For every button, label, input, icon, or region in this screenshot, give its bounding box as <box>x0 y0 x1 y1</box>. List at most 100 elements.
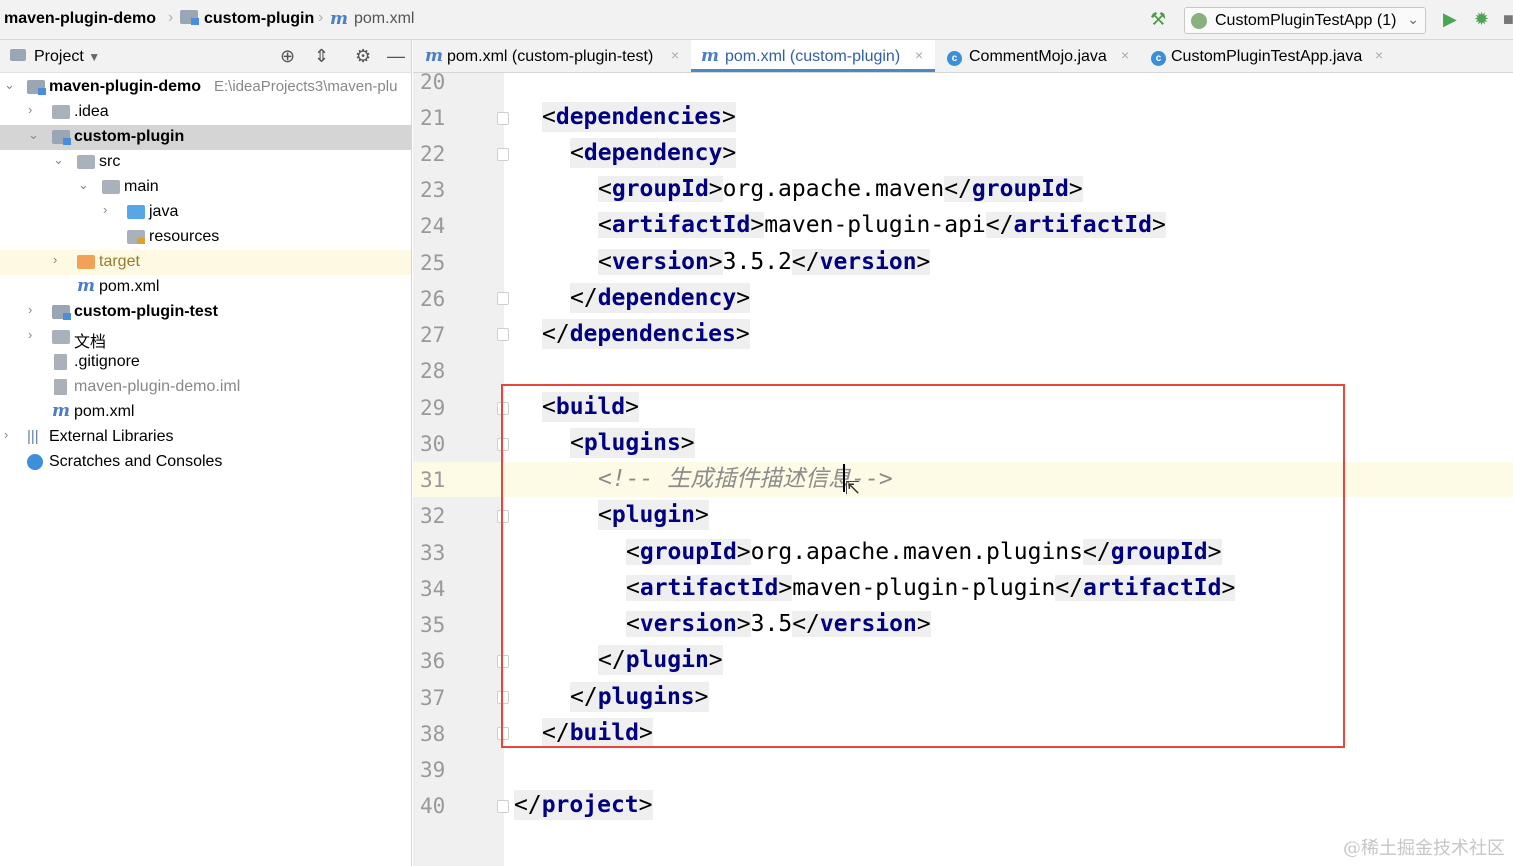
breadcrumb-module[interactable]: custom-plugin <box>204 10 315 27</box>
tree-item-label: pom.xml <box>99 278 160 295</box>
tree-item-custom-plugin[interactable]: ⌄ custom-plugin <box>0 125 411 150</box>
tab-label: CommentMojo.java <box>969 48 1107 65</box>
tab-pom-custom-plugin[interactable]: m pom.xml (custom-plugin) × <box>691 40 935 72</box>
mouse-pointer-icon: ⇱ <box>845 478 861 498</box>
code-line-30: <plugins> <box>570 428 695 458</box>
tab-comment-mojo[interactable]: c CommentMojo.java × <box>939 40 1143 72</box>
xml-tag: artifactId <box>1013 212 1152 238</box>
collapse-icon[interactable]: ⇕ <box>314 46 330 66</box>
tree-item-label: target <box>99 253 140 270</box>
tree-item-docs[interactable]: › 文档 <box>0 325 411 351</box>
tab-pom-custom-plugin-test[interactable]: m pom.xml (custom-plugin-test) × <box>413 40 691 72</box>
tree-item-label: src <box>99 153 121 170</box>
fold-marker-icon[interactable] <box>497 438 509 451</box>
line-number: 30 <box>420 432 446 456</box>
tree-item-custom-plugin-test[interactable]: › custom-plugin-test <box>0 300 411 325</box>
fold-marker-icon[interactable] <box>497 510 509 523</box>
tree-item-external-libraries[interactable]: › ||| External Libraries <box>0 425 411 450</box>
line-number: 20 <box>420 70 446 94</box>
project-panel: Project ▼ ⊕ ⇕ ⚙ — ⌄ maven-plugin-demo E:… <box>0 40 412 866</box>
build-hammer-icon[interactable]: ⚒ <box>1150 9 1167 29</box>
tree-item-path: E:\ideaProjects3\maven-plu <box>214 78 398 95</box>
chevron-down-icon[interactable]: ⌄ <box>4 77 15 92</box>
chevron-down-icon[interactable]: ⌄ <box>78 177 89 192</box>
close-icon[interactable]: × <box>915 47 924 63</box>
xml-tag: build <box>555 394 626 420</box>
fold-marker-icon[interactable] <box>497 112 509 125</box>
tree-item-label: maven-plugin-demo <box>49 78 202 95</box>
debug-icon[interactable]: ✹ <box>1474 9 1490 29</box>
code-line-32: <plugin> <box>598 500 709 530</box>
chevron-right-icon[interactable]: › <box>28 102 33 117</box>
tree-item-target[interactable]: › target <box>0 250 411 275</box>
code-line-22: <dependency> <box>570 138 737 168</box>
tree-item-maven-plugin-demo[interactable]: ⌄ maven-plugin-demo E:\ideaProjects3\mav… <box>0 75 411 100</box>
fold-marker-icon[interactable] <box>497 328 509 341</box>
code-line-26: </dependency> <box>570 283 751 313</box>
tree-item-src[interactable]: ⌄ src <box>0 150 411 175</box>
tree-item-java[interactable]: › java <box>0 200 411 225</box>
minimize-icon[interactable]: — <box>387 46 405 66</box>
chevron-right-icon[interactable]: › <box>4 427 9 442</box>
project-panel-title[interactable]: Project ▼ <box>34 48 101 65</box>
code-line-29: <build> <box>542 392 639 422</box>
tab-custom-plugin-test-app[interactable]: c CustomPluginTestApp.java × <box>1143 40 1403 72</box>
tree-item-gitignore[interactable]: .gitignore <box>0 350 411 375</box>
close-icon[interactable]: × <box>671 47 680 63</box>
tree-item-label: custom-plugin <box>74 128 185 145</box>
tree-item-resources[interactable]: resources <box>0 225 411 250</box>
chevron-down-icon[interactable]: ⌄ <box>53 152 64 167</box>
code-line-24: <artifactId>maven-plugin-api</artifactId… <box>598 212 1166 238</box>
line-number: 29 <box>420 396 446 420</box>
xml-tag: version <box>639 611 737 637</box>
excluded-folder-icon <box>77 255 95 274</box>
tree-item-root-pom-xml[interactable]: m pom.xml <box>0 400 411 425</box>
chevron-right-icon[interactable]: › <box>103 202 108 217</box>
folder-icon <box>52 105 70 124</box>
fold-marker-icon[interactable] <box>497 691 509 704</box>
run-icon[interactable]: ▶ <box>1443 9 1457 29</box>
xml-tag: version <box>819 249 917 275</box>
tree-item-pom-xml[interactable]: m pom.xml <box>0 275 411 300</box>
line-number: 25 <box>420 251 446 275</box>
code-line-37: </plugins> <box>570 682 709 712</box>
chevron-right-icon[interactable]: › <box>28 327 33 342</box>
line-number: 24 <box>420 214 446 238</box>
tree-item-label: 文档 <box>74 334 107 351</box>
fold-marker-icon[interactable] <box>497 655 509 668</box>
tree-item-idea[interactable]: › .idea <box>0 100 411 125</box>
line-number: 21 <box>420 106 446 130</box>
fold-marker-icon[interactable] <box>497 727 509 740</box>
breadcrumb-project[interactable]: maven-plugin-demo <box>4 10 157 27</box>
stop-icon[interactable]: ■ <box>1503 9 1513 29</box>
chevron-right-icon[interactable]: › <box>53 252 58 267</box>
tree-item-scratches[interactable]: Scratches and Consoles <box>0 450 411 475</box>
gear-icon[interactable]: ⚙ <box>355 46 372 66</box>
breadcrumb-file[interactable]: pom.xml <box>354 10 415 27</box>
tree-item-iml[interactable]: maven-plugin-demo.iml <box>0 375 411 400</box>
locate-icon[interactable]: ⊕ <box>280 46 296 66</box>
xml-tag: groupId <box>639 539 737 565</box>
class-icon: c <box>947 48 962 66</box>
line-number: 28 <box>420 359 446 383</box>
navigation-bar: maven-plugin-demo › custom-plugin › m po… <box>0 0 1513 40</box>
code-line-40: </project> <box>514 790 653 820</box>
xml-tag: version <box>611 249 709 275</box>
run-configuration-select[interactable]: CustomPluginTestApp (1) ⌄ <box>1184 7 1426 34</box>
fold-marker-icon[interactable] <box>497 148 509 161</box>
folder-icon <box>52 330 70 349</box>
tree-item-main[interactable]: ⌄ main <box>0 175 411 200</box>
maven-file-icon: m <box>701 46 719 66</box>
close-icon[interactable]: × <box>1121 47 1130 63</box>
fold-marker-icon[interactable] <box>497 800 509 813</box>
fold-marker-icon[interactable] <box>497 402 509 415</box>
xml-value: 3.5.2 <box>722 249 792 275</box>
xml-value: maven-plugin-plugin <box>792 575 1056 601</box>
maven-file-icon: m <box>425 46 443 66</box>
chevron-right-icon[interactable]: › <box>28 302 33 317</box>
xml-tag: artifactId <box>639 575 779 601</box>
close-icon[interactable]: × <box>1375 47 1384 63</box>
library-icon: ||| <box>27 428 39 445</box>
fold-marker-icon[interactable] <box>497 292 509 305</box>
chevron-down-icon[interactable]: ⌄ <box>28 127 39 142</box>
